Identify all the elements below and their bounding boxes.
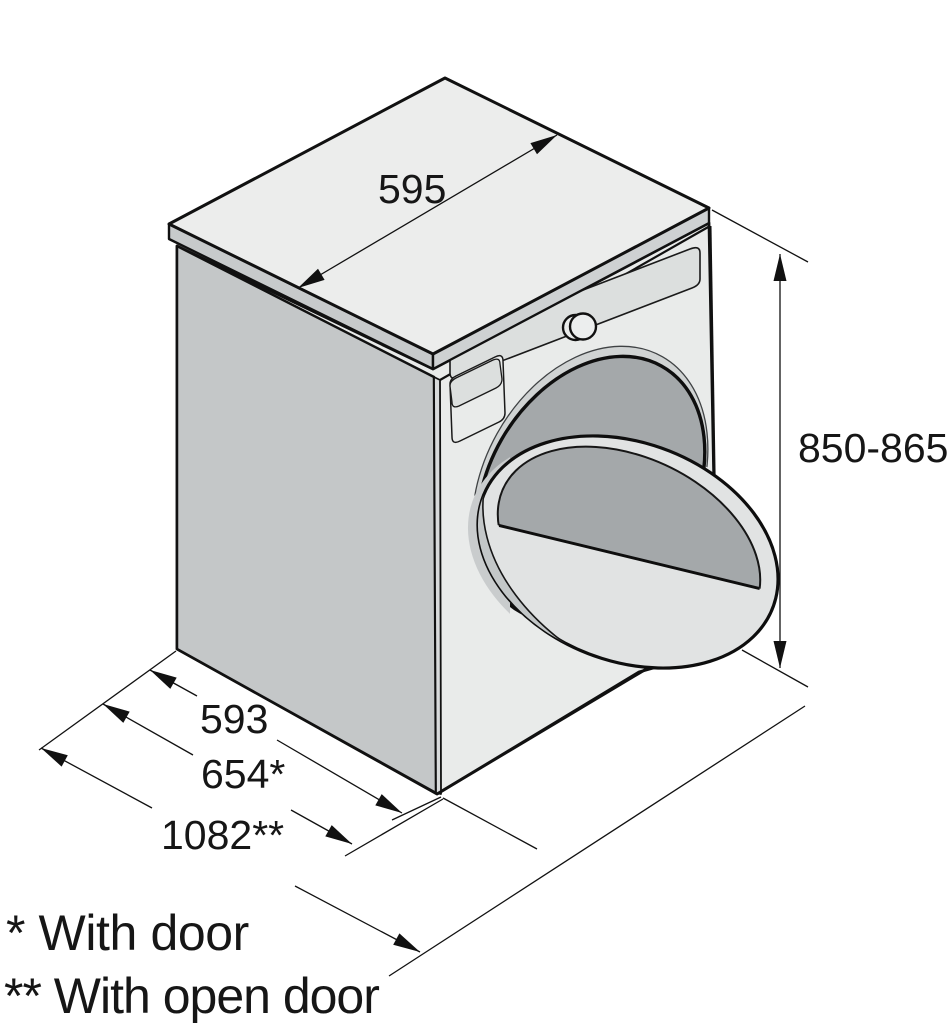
svg-text:** With open door: ** With open door — [4, 968, 379, 1023]
svg-text:593: 593 — [200, 696, 268, 742]
svg-text:850-865: 850-865 — [798, 425, 948, 471]
svg-text:1082**: 1082** — [161, 812, 284, 858]
svg-text:654*: 654* — [201, 751, 285, 797]
svg-text:* With door: * With door — [6, 905, 249, 961]
svg-text:595: 595 — [378, 166, 446, 212]
